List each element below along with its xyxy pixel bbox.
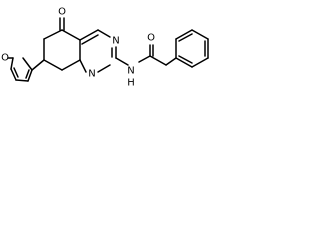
bond: [175, 29, 193, 40]
bond: [43, 29, 63, 40]
bond: [149, 55, 167, 66]
bond: [61, 29, 81, 41]
pyrimidine-n3-label: N: [88, 69, 95, 80]
bond: [15, 79, 29, 82]
amide-linker: [115, 44, 177, 66]
bond: [178, 55, 193, 64]
bond: [61, 59, 81, 71]
pyrimidine-n1-label: N: [112, 36, 119, 47]
pyrimidine-ring: [79, 29, 117, 73]
molecule-structure: O O O N N N H: [1, 7, 209, 89]
bond: [97, 64, 111, 73]
ketone-oxygen-label: O: [58, 7, 66, 18]
bond: [13, 67, 19, 78]
bond: [31, 59, 45, 71]
furan-ring: [7, 57, 33, 82]
furan-oxygen-label: O: [1, 53, 9, 64]
bond: [27, 69, 33, 82]
bond: [22, 57, 33, 71]
bond: [138, 55, 151, 63]
bond: [10, 57, 14, 70]
bond: [115, 57, 129, 66]
bond: [79, 29, 99, 41]
phenyl-ring: [175, 29, 209, 68]
bond: [25, 69, 30, 79]
bond: [10, 68, 17, 81]
bond: [191, 29, 209, 40]
bond: [43, 59, 63, 71]
amide-hydrogen-label: H: [127, 78, 135, 89]
amide-oxygen-label: O: [147, 33, 155, 44]
bond: [97, 29, 111, 38]
bond: [81, 34, 99, 45]
amide-nitrogen-label: N: [127, 66, 134, 77]
bond: [79, 59, 87, 73]
bond: [175, 57, 193, 68]
cyclohexanone-ring: [31, 17, 81, 71]
bond: [178, 33, 193, 42]
bond: [165, 57, 177, 66]
bond: [191, 57, 209, 68]
